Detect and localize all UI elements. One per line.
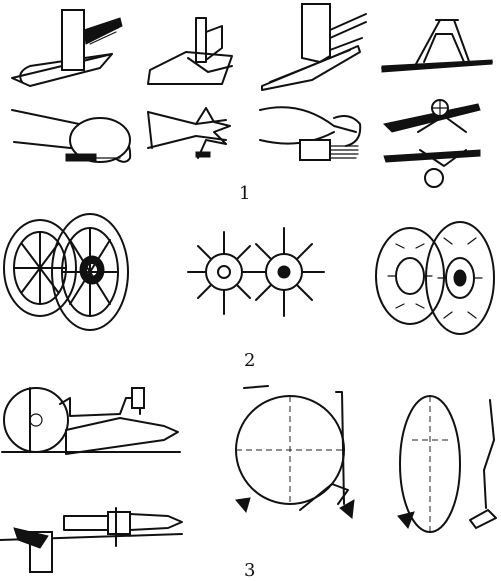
press-wheel-top-view: [0, 507, 183, 573]
group-2-label: 2: [244, 350, 256, 371]
large-disc-opener: [235, 385, 355, 519]
hoe-opener-top-view: [11, 109, 132, 163]
group-3-label: 3: [244, 560, 256, 581]
runner-opener-side-view: [261, 3, 367, 91]
disc-opener-front-view: [397, 395, 497, 533]
hoe-opener-side-view: [11, 9, 123, 87]
group-3-assemblies: [0, 385, 497, 573]
shoe-opener-top-view: [147, 107, 231, 159]
toothed-wheel-pair: [187, 227, 325, 317]
group-1-label: 1: [239, 183, 251, 204]
group-2-wheels: [3, 213, 495, 335]
press-wheel-assembly: [1, 387, 181, 455]
shoe-opener-side-view: [147, 17, 233, 85]
disc-opener-side-view: [381, 19, 493, 73]
runner-opener-top-view: [259, 106, 362, 161]
disc-opener-top-view: [382, 99, 481, 188]
spoke-wheel-pair: [3, 213, 129, 331]
group-1-openers: [11, 3, 493, 188]
perforated-wheel-pair: [375, 221, 495, 335]
